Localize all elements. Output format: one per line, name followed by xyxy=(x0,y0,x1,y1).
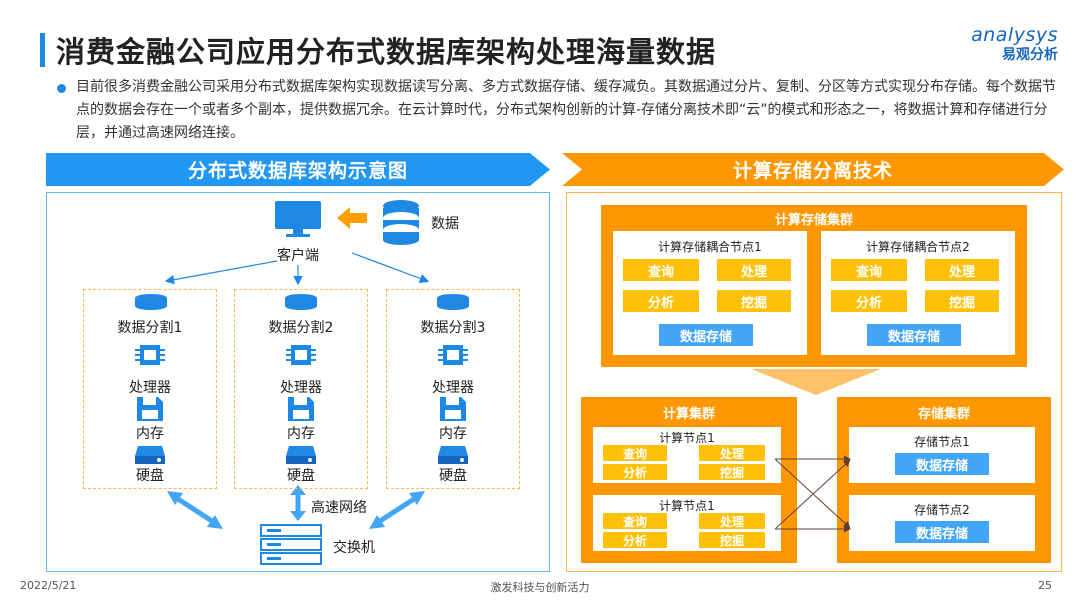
node-title: 计算节点1 xyxy=(659,499,715,513)
chip-query: 查询 xyxy=(603,445,667,461)
shard-name: 数据分割2 xyxy=(268,320,334,336)
bullet-dot xyxy=(57,84,66,93)
brand-logo: analysys 易观分析 xyxy=(918,24,1058,64)
database-icon xyxy=(285,294,317,310)
node-title: 存储节点1 xyxy=(914,435,970,449)
monitor-icon xyxy=(275,201,321,237)
shard-box-2 xyxy=(234,289,368,489)
storage-cluster-title: 存储集群 xyxy=(917,407,970,422)
page-title: 消费金融公司应用分布式数据库架构处理海量数据 xyxy=(56,35,717,69)
network-label: 高速网络 xyxy=(311,500,367,516)
shard-box-3 xyxy=(386,289,520,489)
logo-text-cn: 易观分析 xyxy=(1002,47,1058,63)
switch-label: 交换机 xyxy=(333,540,375,556)
compute-cluster: 计算集群 计算节点1 查询 处理 分析 挖掘 计算节点1 查询 处理 分析 挖掘 xyxy=(581,397,797,563)
cross-connectors xyxy=(775,455,851,533)
floppy-disk-icon xyxy=(137,397,163,421)
link-shard3-switch xyxy=(369,491,425,529)
chip-analyze: 分析 xyxy=(603,464,667,480)
storage-node-2: 存储节点2 数据存储 xyxy=(849,495,1035,551)
node-title: 计算存储耦合节点2 xyxy=(866,240,970,254)
link-shard1-switch xyxy=(167,491,223,529)
chip-data-storage: 数据存储 xyxy=(867,324,961,346)
disk-label: 硬盘 xyxy=(439,468,467,484)
coupled-node-2: 计算存储耦合节点2 查询 处理 分析 挖掘 数据存储 xyxy=(821,231,1015,355)
coupled-cluster: 计算存储集群 计算存储耦合节点1 查询 处理 分析 挖掘 数据存储 计算存储耦合… xyxy=(601,205,1027,367)
page-number: 25 xyxy=(1038,579,1052,592)
shard-name: 数据分割3 xyxy=(420,320,486,336)
cpu-label: 处理器 xyxy=(280,380,322,396)
node-title: 计算存储耦合节点1 xyxy=(658,240,762,254)
chip-mine: 挖掘 xyxy=(699,464,765,480)
chip-analyze: 分析 xyxy=(831,290,907,312)
footer-slogan: 激发科技与创新活力 xyxy=(490,581,590,594)
coupled-node-1: 计算存储耦合节点1 查询 处理 分析 挖掘 数据存储 xyxy=(613,231,807,355)
compute-cluster-title: 计算集群 xyxy=(662,407,715,422)
shard-box-1 xyxy=(83,289,217,489)
intro-paragraph: 目前很多消费金融公司采用分布式数据库架构实现数据读写分离、多方式数据存储、缓存减… xyxy=(76,79,1056,141)
disk-label: 硬盘 xyxy=(287,468,315,484)
chip-process: 处理 xyxy=(699,445,765,461)
chip-data-storage: 数据存储 xyxy=(895,453,989,475)
banner-distributed-db: 分布式数据库架构示意图 xyxy=(46,153,550,186)
database-icon xyxy=(135,294,167,310)
cpu-label: 处理器 xyxy=(129,380,171,396)
memory-label: 内存 xyxy=(439,426,467,442)
title-accent-bar xyxy=(40,33,45,67)
memory-label: 内存 xyxy=(287,426,315,442)
coupled-cluster-title: 计算存储集群 xyxy=(774,213,853,228)
banner-compute-storage: 计算存储分离技术 xyxy=(562,153,1064,186)
database-icon xyxy=(383,200,419,245)
down-arrow-icon xyxy=(751,369,881,395)
chip-mine: 挖掘 xyxy=(925,290,999,312)
chip-process: 处理 xyxy=(717,259,791,281)
cpu-icon xyxy=(135,345,165,365)
chip-query: 查询 xyxy=(831,259,907,281)
diagram-connectors xyxy=(164,252,430,529)
node-title: 计算节点1 xyxy=(659,431,715,445)
compute-node-2: 计算节点1 查询 处理 分析 挖掘 xyxy=(593,495,781,551)
database-icon xyxy=(437,294,469,310)
chip-process: 处理 xyxy=(699,513,765,529)
chip-process: 处理 xyxy=(925,259,999,281)
chip-query: 查询 xyxy=(623,259,699,281)
link-shard2-switch xyxy=(290,485,306,521)
compute-storage-diagram: 计算存储集群 计算存储耦合节点1 查询 处理 分析 挖掘 数据存储 计算存储耦合… xyxy=(566,192,1062,572)
node-title: 存储节点2 xyxy=(914,503,970,517)
footer-date: 2022/5/21 xyxy=(20,579,77,592)
disk-label: 硬盘 xyxy=(136,468,164,484)
chip-analyze: 分析 xyxy=(623,290,699,312)
data-label: 数据 xyxy=(431,216,459,232)
compute-node-1: 计算节点1 查询 处理 分析 挖掘 xyxy=(593,427,781,483)
cpu-icon xyxy=(438,345,468,365)
arrow-to-shard3 xyxy=(351,252,430,283)
chip-analyze: 分析 xyxy=(603,532,667,548)
hard-drive-icon xyxy=(438,446,468,464)
hard-drive-icon xyxy=(286,446,316,464)
chip-mine: 挖掘 xyxy=(699,532,765,548)
chip-data-storage: 数据存储 xyxy=(659,324,753,346)
storage-node-1: 存储节点1 数据存储 xyxy=(849,427,1035,483)
chip-query: 查询 xyxy=(603,513,667,529)
cpu-label: 处理器 xyxy=(432,380,474,396)
hard-drive-icon xyxy=(135,446,165,464)
chip-mine: 挖掘 xyxy=(717,290,791,312)
floppy-disk-icon xyxy=(440,397,466,421)
logo-text-en: analysys xyxy=(971,24,1058,46)
switch-icon xyxy=(260,524,322,565)
memory-label: 内存 xyxy=(136,426,164,442)
shard-name: 数据分割1 xyxy=(117,320,183,336)
distributed-db-diagram: 客户端 数据 数据分割1 处理器 内存 硬盘 xyxy=(46,192,550,572)
client-label: 客户端 xyxy=(277,248,319,264)
chip-data-storage: 数据存储 xyxy=(895,521,989,543)
floppy-disk-icon xyxy=(288,397,314,421)
storage-cluster: 存储集群 存储节点1 数据存储 存储节点2 数据存储 xyxy=(837,397,1051,563)
cpu-icon xyxy=(286,345,316,365)
arrow-left-icon xyxy=(337,207,367,229)
arrow-to-shard1 xyxy=(164,260,278,285)
